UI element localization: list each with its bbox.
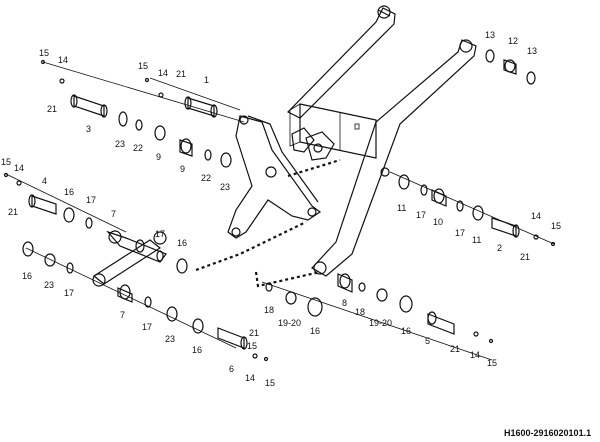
callout-16: 16 <box>22 271 32 281</box>
callout-11: 11 <box>472 235 481 245</box>
callout-5: 5 <box>425 336 430 346</box>
callout-21: 21 <box>176 69 186 79</box>
callout-15: 15 <box>247 341 257 351</box>
callout-21: 21 <box>520 252 530 262</box>
callout-19-20: 19-20 <box>369 318 392 328</box>
callout-18: 18 <box>355 307 365 317</box>
callout-23: 23 <box>220 182 230 192</box>
callout-7: 7 <box>111 209 116 219</box>
callout-14: 14 <box>14 163 24 173</box>
callout-16: 16 <box>401 326 411 336</box>
left-linkage-parts <box>3 172 269 362</box>
callout-22: 22 <box>133 143 143 153</box>
callout-16: 16 <box>177 238 187 248</box>
callout-17: 17 <box>455 228 465 238</box>
callout-16: 16 <box>64 187 74 197</box>
callout-1: 1 <box>204 75 209 85</box>
callout-23: 23 <box>115 139 125 149</box>
callout-21: 21 <box>249 328 259 338</box>
callout-14: 14 <box>470 350 480 360</box>
callout-6: 6 <box>229 364 234 374</box>
callout-17: 17 <box>86 195 96 205</box>
callout-15: 15 <box>138 61 148 71</box>
right-pin-parts <box>389 171 556 247</box>
callout-8: 8 <box>342 298 347 308</box>
callout-13: 13 <box>527 46 537 56</box>
callout-4: 4 <box>42 176 47 186</box>
lower-pin-parts <box>261 273 494 361</box>
callout-14: 14 <box>531 211 541 221</box>
callout-16: 16 <box>192 345 202 355</box>
callout-23: 23 <box>44 280 54 290</box>
callout-3: 3 <box>86 124 91 134</box>
assembly-guide-lines <box>195 158 341 288</box>
callout-13: 13 <box>485 30 495 40</box>
callout-17: 17 <box>416 210 426 220</box>
callout-15: 15 <box>265 378 275 388</box>
callout-14: 14 <box>245 373 255 383</box>
callout-14: 14 <box>158 68 168 78</box>
callout-21: 21 <box>47 104 57 114</box>
callout-21: 21 <box>8 207 18 217</box>
callout-23: 23 <box>165 334 175 344</box>
loader-arm-assembly <box>227 5 477 277</box>
callout-18: 18 <box>264 305 274 315</box>
callout-12: 12 <box>508 36 518 46</box>
callout-15: 15 <box>487 358 497 368</box>
callout-21: 21 <box>450 344 460 354</box>
callout-11: 11 <box>397 203 406 213</box>
callout-7: 7 <box>120 310 125 320</box>
callout-17: 17 <box>64 288 74 298</box>
callout-2: 2 <box>497 243 502 253</box>
callout-17: 17 <box>155 229 165 239</box>
callout-22: 22 <box>201 173 211 183</box>
callout-9: 9 <box>180 164 185 174</box>
upper-pin-parts <box>40 49 536 168</box>
callout-15: 15 <box>1 157 11 167</box>
callout-19-20: 19-20 <box>278 318 301 328</box>
callout-10: 10 <box>433 217 443 227</box>
callout-15: 15 <box>551 221 561 231</box>
callout-15: 15 <box>39 48 49 58</box>
callout-17: 17 <box>142 322 152 332</box>
drawing-code: H1600-2916020101.1 <box>504 428 591 438</box>
callout-16: 16 <box>310 326 320 336</box>
callout-9: 9 <box>156 152 161 162</box>
callout-labels: 15 14 21 3 15 14 21 1 23 22 9 9 22 23 13… <box>1 30 561 388</box>
callout-14: 14 <box>58 55 68 65</box>
